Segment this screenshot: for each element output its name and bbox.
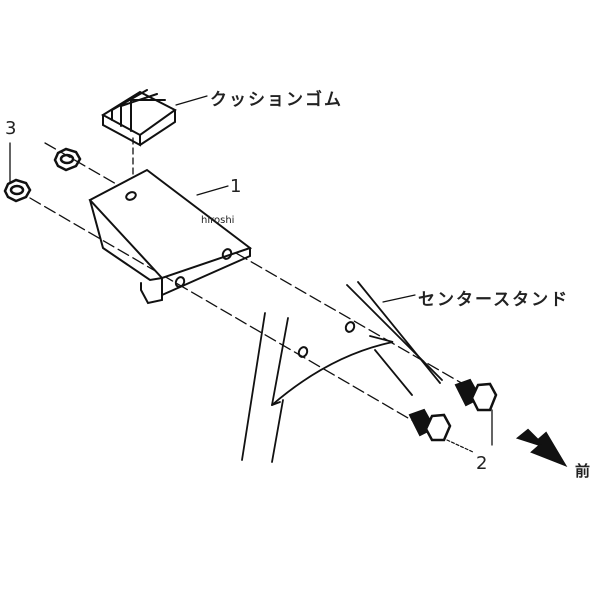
bracket-part-1	[88, 168, 253, 305]
label-part-2: 2	[476, 453, 488, 474]
label-cushion-rubber: クッションゴム	[210, 90, 343, 110]
front-arrow-icon	[515, 428, 568, 468]
center-stand	[241, 281, 443, 463]
nut-part-3	[3, 147, 82, 203]
cushion-rubber	[101, 89, 177, 147]
watermark: hiroshi	[201, 215, 235, 226]
label-part-3: 3	[5, 118, 17, 139]
label-part-1: 1	[230, 176, 242, 197]
label-front: 前	[575, 462, 591, 480]
bolt-part-2	[408, 378, 498, 442]
label-center-stand: センタースタンド	[418, 290, 570, 310]
